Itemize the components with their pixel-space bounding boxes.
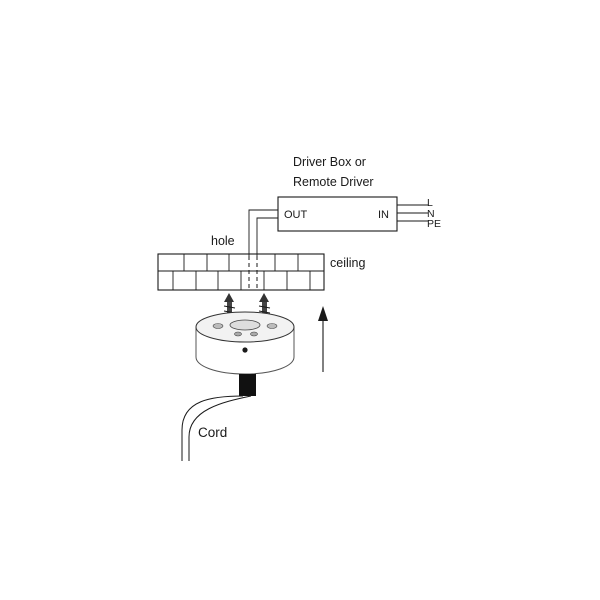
driver-box-title-line2: Remote Driver xyxy=(293,175,374,189)
cord-gland xyxy=(239,374,256,396)
output-cable-wire-b xyxy=(256,217,278,256)
neutral-wire-label: N xyxy=(427,208,435,220)
cord-label: Cord xyxy=(198,425,227,440)
driver-box: OUT IN xyxy=(277,196,398,232)
mains-wires: L N PE xyxy=(397,197,441,230)
live-wire-label: L xyxy=(427,197,433,209)
ceiling-top-row-joints xyxy=(183,254,299,271)
fixture-set-screw-icon xyxy=(242,347,248,353)
driver-box-out-label: OUT xyxy=(284,209,308,221)
output-cable xyxy=(248,209,278,256)
ceiling-bottom-row-joints xyxy=(172,271,311,290)
ceiling xyxy=(157,253,325,291)
hole-label: hole xyxy=(211,234,235,248)
driver-box-outline xyxy=(277,196,398,232)
cord xyxy=(181,395,252,461)
driver-box-in-label: IN xyxy=(378,209,389,221)
driver-box-title-line1: Driver Box or xyxy=(293,155,366,169)
output-cable-wire-a xyxy=(248,209,278,256)
up-arrow-icon xyxy=(318,306,328,372)
earth-wire-label: PE xyxy=(427,218,441,230)
ceiling-label: ceiling xyxy=(330,256,365,270)
light-fixture xyxy=(195,293,295,396)
